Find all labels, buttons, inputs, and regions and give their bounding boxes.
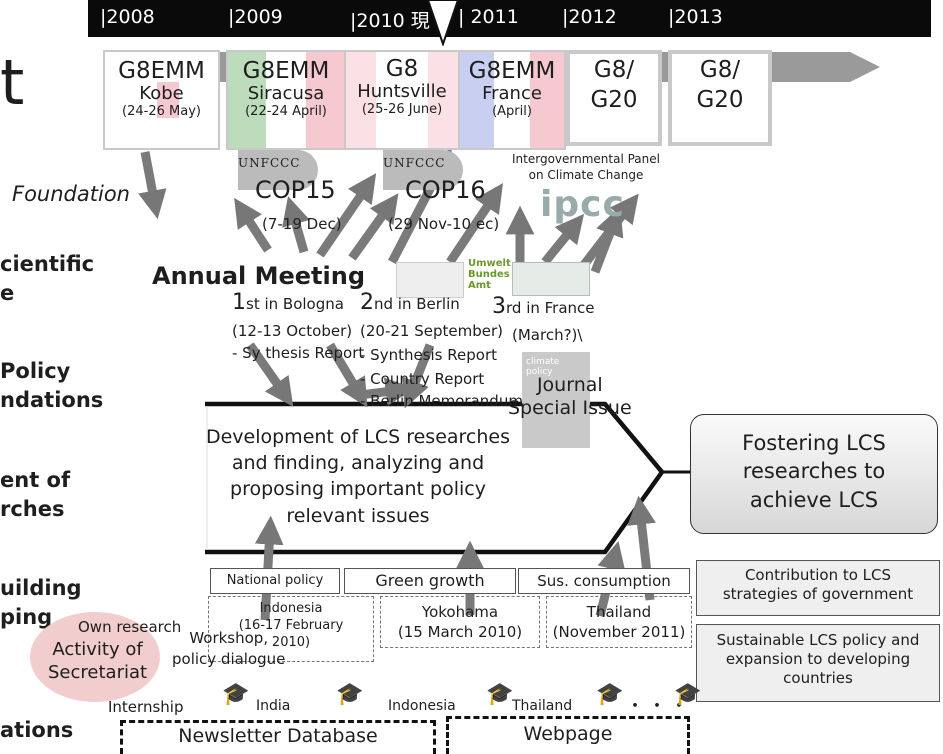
- meeting3-number: 3: [492, 294, 506, 319]
- ipcc-logo-icon: ipcc: [540, 184, 625, 225]
- meeting3-line: 3rd in France: [492, 294, 595, 319]
- meeting-date: (April): [492, 104, 532, 120]
- contribution-box: Contribution to LCS strategies of govern…: [696, 560, 940, 616]
- timeline-bar: [88, 0, 931, 37]
- graduate-person-icon: 🎓: [222, 682, 250, 707]
- newsletter-database-box: Newsletter Database: [120, 720, 436, 754]
- meeting-2012: G8/ G20: [566, 50, 662, 146]
- flag-shape: [460, 52, 494, 148]
- internship-more: ・・・: [626, 696, 692, 717]
- internship-india: India: [256, 698, 291, 714]
- german-ministry-logo-icon: [396, 262, 464, 298]
- ipcc-caption: Intergovernmental Panel on Climate Chang…: [512, 152, 660, 182]
- year-2008: |2008: [100, 6, 155, 28]
- french-institute-logo-icon: [512, 262, 590, 296]
- unfccc-logo-icon: [383, 150, 463, 190]
- meeting-france: G8EMM France (April): [458, 50, 566, 150]
- year-2012: |2012: [562, 6, 617, 28]
- graduate-person-icon: 🎓: [596, 682, 624, 707]
- meeting-kobe: G8EMM Kobe (24-26 May): [103, 50, 220, 150]
- year-2009: |2009: [228, 6, 283, 28]
- meeting-title: G8EMM: [468, 58, 556, 84]
- own-research-label: Own research: [78, 618, 182, 636]
- meeting2-date: (20-21 September): [360, 322, 503, 340]
- graduate-person-icon: 🎓: [336, 682, 364, 707]
- foundation-label: Foundation: [12, 182, 130, 206]
- cop15-date: (7-19 Dec): [262, 215, 342, 233]
- meeting2-number: 2: [360, 290, 374, 315]
- workshop-indonesia: Indonesia (16-17 February 2010): [208, 596, 374, 662]
- secretariat-bubble: [30, 612, 160, 702]
- internship-label: Internship: [108, 698, 184, 716]
- tag-green-growth: Green growth: [344, 568, 516, 594]
- meeting-place: France: [482, 83, 542, 105]
- meeting-siracusa: G8EMM Siracusa (22-24 April): [226, 50, 346, 150]
- flag-shape: [157, 82, 179, 118]
- meeting1-date: (12-13 October): [232, 322, 353, 340]
- meeting1-line: 1st in Bologna: [232, 290, 344, 315]
- year-2013: |2013: [668, 6, 723, 28]
- meeting-huntsville: G8 Huntsville (25-26 June): [344, 50, 460, 150]
- left-item-communications: ations: [0, 718, 74, 742]
- development-text: Development of LCS researches and findin…: [205, 426, 511, 527]
- meeting-place: Kobe: [139, 83, 184, 105]
- meeting-date: (22-24 April): [245, 104, 327, 120]
- workshop-yokohama: Yokohama (15 March 2010): [380, 596, 540, 648]
- meeting-place: Siracusa: [247, 83, 325, 105]
- meeting2-line: 2nd in Berlin: [360, 290, 460, 315]
- flag-shape: [376, 52, 428, 148]
- unfccc-logo-text: UNFCCC: [383, 156, 446, 170]
- meeting2-text: nd in Berlin: [374, 295, 460, 313]
- annual-meeting-heading: Annual Meeting: [152, 262, 366, 290]
- meeting-title: G8EMM: [118, 58, 205, 84]
- left-item-scientific: cientific e: [0, 252, 95, 306]
- workshop-label: Workshop, policy dialogue: [172, 629, 286, 668]
- cop16-name: COP16: [405, 176, 486, 204]
- meeting-date: (24-26 May): [122, 104, 201, 120]
- meeting2-output-3: - Berlin Memorandum: [360, 392, 523, 410]
- meeting2-output-2: - Country Report: [360, 370, 485, 388]
- workshop-thailand: Thailand (November 2011): [546, 596, 692, 648]
- meeting2-output-1: - Synthesis Report: [360, 346, 497, 364]
- secretariat-label: Activity of Secretariat: [48, 639, 148, 684]
- year-2011: | 2011: [458, 6, 519, 28]
- meeting1-number: 1: [232, 290, 246, 315]
- meeting-place: Huntsville: [357, 81, 447, 103]
- meeting3-text: rd in France: [506, 299, 595, 317]
- graduate-person-icon: 🎓: [486, 682, 514, 707]
- meeting1-text: st in Bologna: [246, 295, 344, 313]
- graduate-person-icon: 🎓: [674, 682, 702, 707]
- meeting-title: G8: [385, 56, 419, 82]
- title-fragment: t: [0, 46, 25, 119]
- journal-cover-title: climate policy: [526, 357, 560, 377]
- internship-indonesia: Indonesia: [388, 698, 456, 714]
- umwelt-logo: Umwelt Bundes Amt: [468, 258, 511, 291]
- left-item-policy: Policy ndations: [0, 359, 104, 413]
- sustainable-policy-box: Sustainable LCS policy and expansion to …: [696, 624, 940, 702]
- flag-shape: [306, 52, 344, 148]
- unfccc-logo-text: UNFCCC: [238, 156, 301, 170]
- cop16-date: (29 Nov-10 ec): [388, 215, 500, 233]
- internship-thailand: Thailand: [512, 698, 573, 714]
- flag-shape: [228, 52, 266, 148]
- current-marker-icon: [426, 0, 460, 46]
- year-2010: |2010 現: [350, 10, 430, 32]
- meeting1-output: - Sy thesis Report: [232, 344, 365, 362]
- left-item-capacity: uilding ping: [0, 576, 82, 630]
- meeting3-date: (March?)\: [512, 326, 583, 344]
- fostering-box: Fostering LCS researches to achieve LCS: [690, 414, 938, 534]
- meeting-title: G8EMM: [242, 58, 330, 84]
- unfccc-logo-icon: [238, 150, 318, 190]
- flag-shape: [530, 52, 564, 148]
- left-item-development: ent of rches: [0, 468, 71, 522]
- journal-label: Journal Special Issue: [508, 374, 632, 419]
- meeting-2013: G8/ G20: [668, 50, 772, 146]
- tag-national-policy: National policy: [210, 568, 340, 594]
- meeting-date: (25-26 June): [361, 102, 443, 118]
- webpage-box: Webpage: [446, 716, 690, 754]
- tag-sus-consumption: Sus. consumption: [518, 568, 690, 594]
- cop15-name: COP15: [255, 176, 336, 204]
- journal-cover: climate policy: [522, 352, 590, 448]
